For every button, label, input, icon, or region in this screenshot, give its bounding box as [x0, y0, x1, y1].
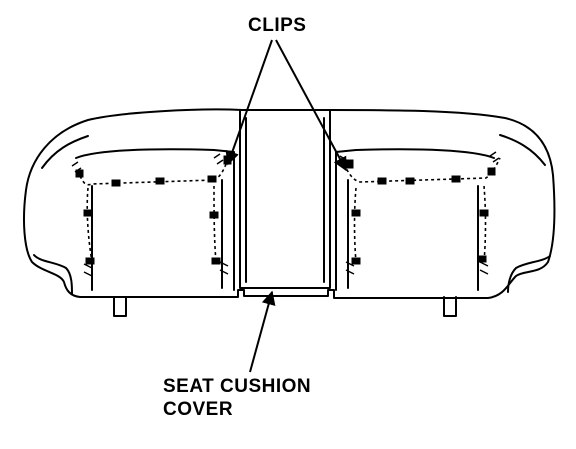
clip-icon	[155, 177, 165, 185]
right-bolster-curve	[507, 255, 551, 293]
right-clip-line	[343, 157, 501, 263]
center-panel	[239, 109, 331, 289]
clip-icon	[111, 179, 121, 187]
clip-icon	[207, 175, 217, 183]
clip-icon	[83, 209, 93, 217]
clip-icon	[85, 257, 95, 265]
left-leg	[113, 296, 127, 317]
clip-icon	[211, 257, 221, 265]
clip-icon	[351, 257, 361, 265]
right-bottom-ticks	[345, 261, 489, 275]
clip-icon	[377, 177, 387, 185]
cover-label-line1: SEAT CUSHION	[163, 376, 312, 397]
clip-icon	[345, 159, 354, 169]
clips-leader-right-arrow-icon	[275, 39, 347, 172]
clip-icon	[479, 209, 489, 217]
cushion-outline	[23, 108, 556, 299]
clips-label: CLIPS	[248, 15, 307, 36]
clip-icon	[405, 177, 415, 185]
left-bolster-curve	[33, 254, 73, 295]
right-leg	[443, 296, 457, 317]
clip-icon	[75, 169, 84, 178]
clips-leader-left-arrow-icon	[225, 39, 273, 166]
left-section-outline	[75, 148, 235, 291]
clip-icon	[477, 255, 487, 263]
cover-leader-arrow-icon	[249, 290, 276, 373]
clip-icon	[451, 175, 461, 183]
cover-label-line2: COVER	[163, 399, 234, 420]
clip-icon	[351, 209, 361, 217]
left-top-ticks	[71, 153, 224, 173]
right-upper-curve	[499, 134, 546, 166]
seat-cushion-cover-label: SEAT CUSHION COVER	[163, 375, 311, 421]
right-section-outline	[335, 148, 495, 291]
clip-icon	[209, 211, 219, 219]
left-bottom-ticks	[83, 261, 229, 277]
left-upper-curve	[41, 135, 89, 169]
clip-icon	[487, 167, 496, 176]
left-clip-line	[79, 159, 229, 263]
